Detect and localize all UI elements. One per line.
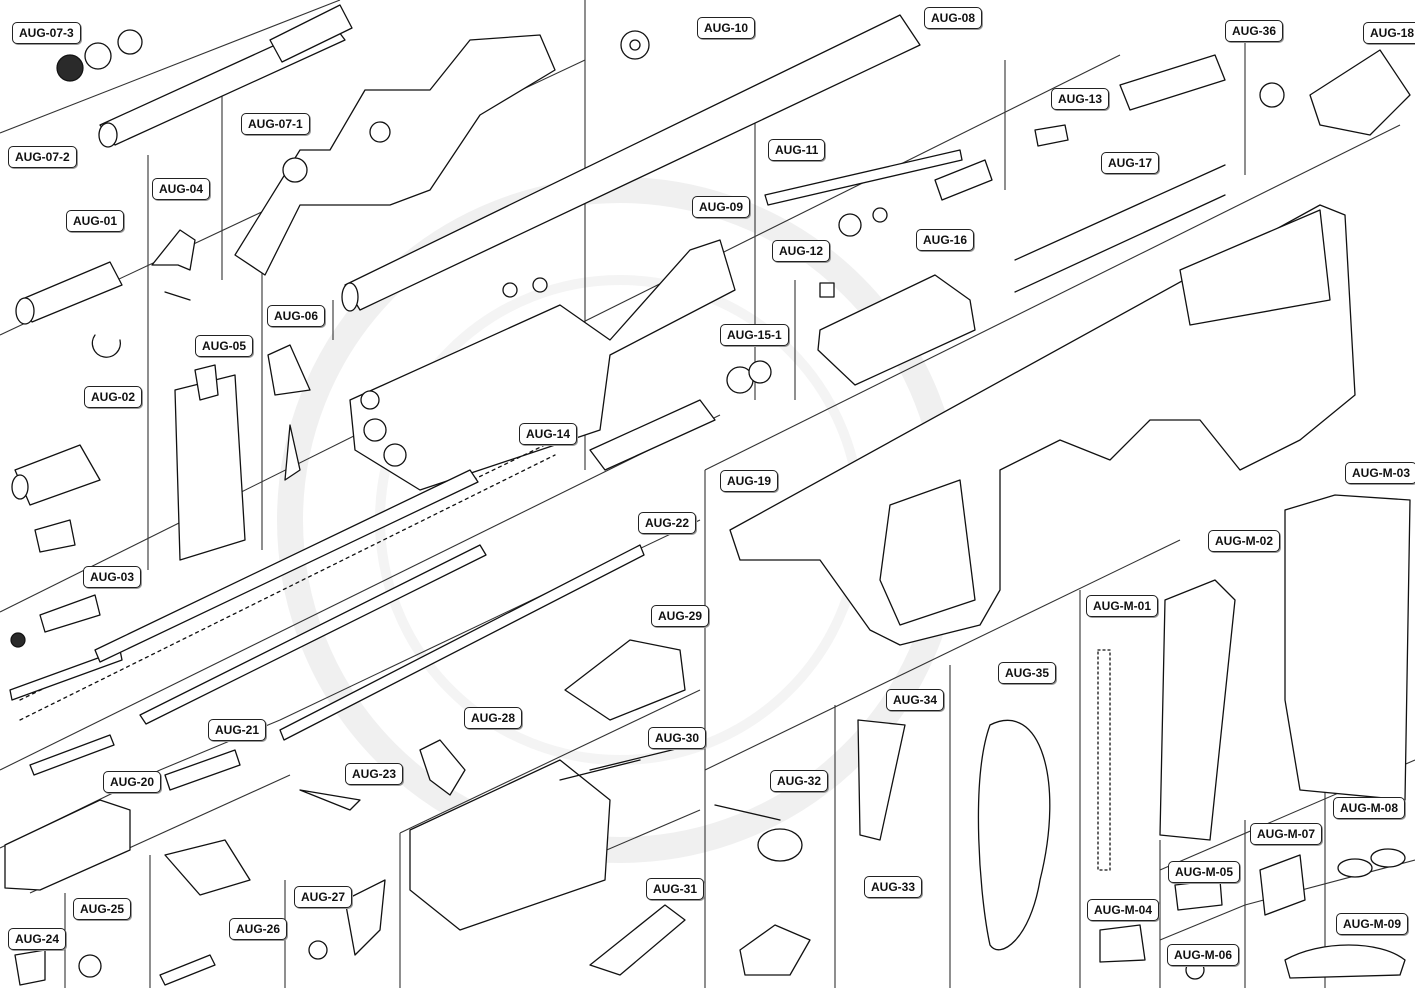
label-aug-05: AUG-05: [195, 335, 254, 357]
label-aug-m-03: AUG-M-03: [1345, 462, 1415, 484]
label-aug-27: AUG-27: [294, 886, 353, 908]
label-aug-06: AUG-06: [267, 305, 326, 327]
springs-and-guides-drawing: [9, 439, 645, 776]
label-aug-29: AUG-29: [651, 605, 710, 627]
label-aug-13: AUG-13: [1051, 88, 1110, 110]
label-aug-20: AUG-20: [103, 771, 162, 793]
label-aug-02: AUG-02: [84, 386, 143, 408]
small-parts-left-drawing: [10, 229, 311, 648]
label-aug-07-3: AUG-07-3: [12, 22, 81, 44]
label-aug-18: AUG-18: [1363, 22, 1415, 44]
upper-small-parts-drawing: [589, 30, 1069, 471]
magazines-drawing: [1099, 494, 1411, 980]
label-aug-24: AUG-24: [8, 928, 67, 950]
butt-plate-parts-drawing: [714, 649, 1111, 976]
label-aug-30: AUG-30: [648, 727, 707, 749]
rail-and-rods-drawing: [1014, 49, 1411, 293]
label-aug-09: AUG-09: [692, 196, 751, 218]
label-aug-m-08: AUG-M-08: [1333, 797, 1406, 819]
label-aug-19: AUG-19: [720, 470, 779, 492]
label-aug-33: AUG-33: [864, 876, 923, 898]
label-aug-08: AUG-08: [924, 7, 983, 29]
label-aug-28: AUG-28: [464, 707, 523, 729]
label-aug-07-1: AUG-07-1: [241, 113, 310, 135]
label-aug-m-06: AUG-M-06: [1167, 944, 1240, 966]
label-aug-07-2: AUG-07-2: [8, 146, 77, 168]
label-aug-m-07: AUG-M-07: [1250, 823, 1323, 845]
label-aug-16: AUG-16: [916, 229, 975, 251]
label-aug-35: AUG-35: [998, 662, 1057, 684]
label-aug-12: AUG-12: [772, 240, 831, 262]
label-aug-21: AUG-21: [208, 719, 267, 741]
label-aug-32: AUG-32: [770, 770, 829, 792]
label-aug-14: AUG-14: [519, 423, 578, 445]
outer-barrel-drawing: [341, 14, 921, 312]
label-aug-m-02: AUG-M-02: [1208, 530, 1281, 552]
flash-hider-drawing: [15, 261, 123, 358]
label-aug-34: AUG-34: [886, 689, 945, 711]
label-aug-31: AUG-31: [646, 878, 705, 900]
label-aug-23: AUG-23: [345, 763, 404, 785]
label-aug-15-1: AUG-15-1: [720, 324, 789, 346]
lower-left-parts-drawing: [4, 749, 386, 986]
main-stock-drawing: [729, 204, 1356, 646]
label-aug-36: AUG-36: [1225, 20, 1284, 42]
label-aug-22: AUG-22: [638, 512, 697, 534]
label-aug-25: AUG-25: [73, 898, 132, 920]
barrel-assembly-drawing: [98, 4, 556, 276]
label-aug-10: AUG-10: [697, 17, 756, 39]
label-aug-26: AUG-26: [229, 918, 288, 940]
label-aug-17: AUG-17: [1101, 152, 1160, 174]
hop-up-parts-drawing: [56, 29, 143, 82]
label-aug-m-09: AUG-M-09: [1336, 913, 1409, 935]
label-aug-11: AUG-11: [768, 139, 826, 161]
label-aug-01: AUG-01: [66, 210, 125, 232]
label-aug-03: AUG-03: [83, 566, 142, 588]
receiver-drawing: [349, 239, 736, 491]
label-aug-m-05: AUG-M-05: [1168, 861, 1241, 883]
label-aug-04: AUG-04: [152, 178, 211, 200]
label-aug-m-04: AUG-M-04: [1087, 899, 1160, 921]
label-aug-m-01: AUG-M-01: [1086, 595, 1159, 617]
trigger-group-drawing: [409, 639, 686, 976]
